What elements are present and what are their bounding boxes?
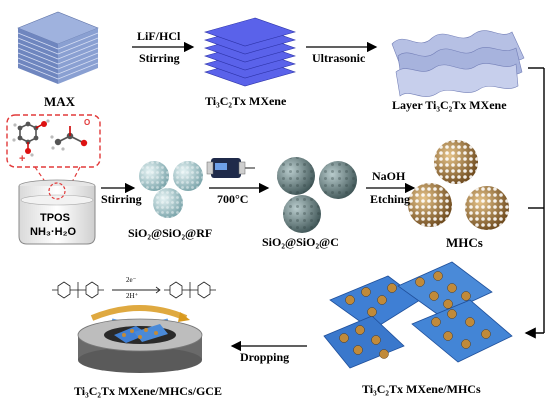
step1-reagent-label: LiF/HCl bbox=[137, 29, 181, 43]
step2-action-label: Ultrasonic bbox=[312, 51, 366, 65]
beaker-icon bbox=[18, 179, 96, 245]
sio2-rf-label: SiO₂@SiO₂@RF bbox=[128, 226, 213, 240]
plus-sign: + bbox=[19, 153, 25, 165]
bpa-oxidation-reaction bbox=[52, 281, 216, 299]
step1-action-label: Stirring bbox=[139, 51, 180, 65]
max-label: MAX bbox=[44, 94, 76, 109]
layer-mxene-label: Layer Ti₃C₂Tx MXene bbox=[392, 98, 507, 112]
sio2-carbon-spheres-icon bbox=[277, 157, 357, 233]
furnace-icon bbox=[206, 158, 255, 178]
molecule-highlight-box bbox=[6, 114, 101, 168]
resorcinol-molecule-icon bbox=[12, 119, 50, 157]
sio2-c-label: SiO₂@SiO₂@C bbox=[262, 235, 339, 249]
temperature-label: 700°C bbox=[217, 192, 249, 206]
merge-bracket bbox=[524, 67, 545, 339]
tpos-label: TPOS bbox=[40, 212, 70, 224]
step3-action-label: Stirring bbox=[101, 192, 142, 206]
electrode-label: Ti₃C₂Tx MXene/MHCs/GCE bbox=[74, 384, 222, 398]
mxene-mhcs-composite-icon bbox=[323, 261, 513, 369]
mhcs-label: MHCs bbox=[446, 235, 483, 250]
step4-reagent-label: NaOH bbox=[372, 169, 406, 183]
nh3-label: NH₃·H₂O bbox=[30, 226, 77, 238]
reaction-protons-label: 2H⁺ bbox=[126, 292, 139, 300]
layer-mxene-icon bbox=[391, 30, 525, 97]
aldehyde-molecule-icon bbox=[50, 126, 88, 151]
sio2-rf-spheres-icon bbox=[139, 161, 203, 218]
reaction-electrons-label: 2e⁻ bbox=[126, 276, 137, 284]
composite-label: Ti₃C₂Tx MXene/MHCs bbox=[362, 382, 481, 396]
gce-electrode-icon bbox=[77, 318, 203, 373]
ti3c2tx-label: Ti₃C₂Tx MXene bbox=[205, 94, 287, 108]
transfer-arrow bbox=[90, 305, 188, 321]
step5-action-label: Dropping bbox=[240, 350, 290, 364]
mhcs-spheres-icon bbox=[408, 140, 509, 230]
mxene-sheets-icon bbox=[204, 17, 296, 87]
max-stack-icon bbox=[17, 11, 99, 84]
step4-action-label: Etching bbox=[370, 192, 411, 206]
oxygen-atom-label: O bbox=[84, 118, 91, 127]
